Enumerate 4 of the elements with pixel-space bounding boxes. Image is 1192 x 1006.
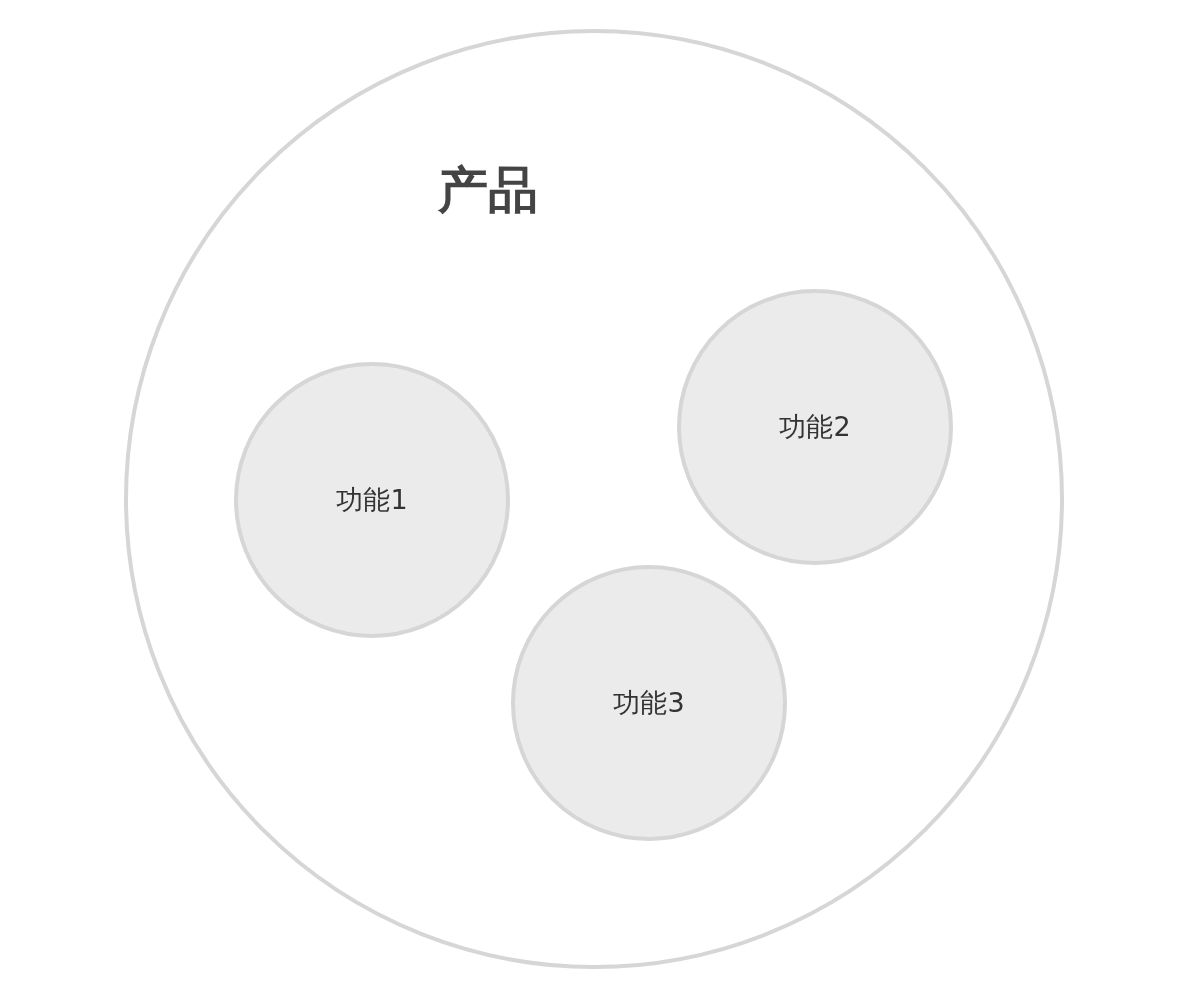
- circle-label: 功能2: [779, 410, 851, 444]
- circle-label: 功能1: [336, 483, 408, 517]
- circle-label: 功能3: [613, 686, 685, 720]
- heading: 产品: [438, 159, 538, 221]
